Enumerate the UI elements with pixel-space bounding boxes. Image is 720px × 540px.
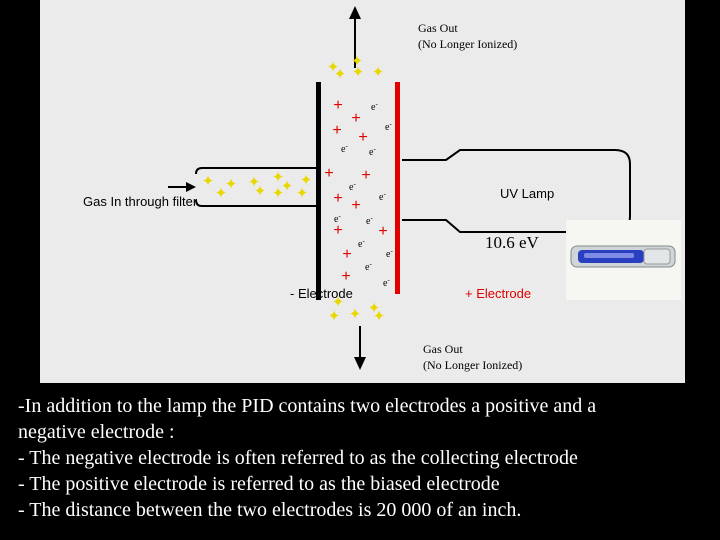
positive-ion-marker: + — [333, 97, 342, 114]
positive-electrode — [395, 82, 400, 294]
caption-line: - The distance between the two electrode… — [18, 499, 522, 521]
uv-lamp-photo — [566, 220, 681, 300]
ion-marker: ✦ — [373, 307, 386, 325]
gas-out-top-label: Gas Out (No Longer Ionized) — [418, 21, 518, 51]
gas-in-label: Gas In through filter — [83, 194, 198, 209]
electron-marker: e- — [379, 190, 386, 203]
caption-text: -In addition to the lamp the PID contain… — [18, 393, 718, 523]
gas-in-arrow — [168, 182, 196, 192]
pid-diagram-panel: ✦✦✦✦✦✦✦✦✦✦✦✦✦✦✦✦✦✦✦✦ ++++++++++++ e-e-e-… — [40, 0, 685, 383]
ion-marker: ✦ — [349, 305, 362, 323]
ion-marker: ✦ — [352, 63, 365, 81]
electron-marker: e- — [369, 145, 376, 158]
caption-line: -In addition to the lamp the PID contain… — [18, 395, 597, 417]
positive-ion-marker: + — [351, 197, 360, 214]
positive-ion-marker: + — [378, 223, 387, 240]
positive-ion-marker: + — [341, 268, 350, 285]
negative-electrode — [316, 82, 321, 300]
caption-line: negative electrode : — [18, 421, 175, 443]
negative-electrode-label: - Electrode — [290, 286, 353, 301]
positive-ion-marker: + — [361, 167, 370, 184]
ion-marker: ✦ — [272, 184, 285, 202]
ion-marker: ✦ — [254, 182, 267, 200]
uv-lamp-label: UV Lamp — [500, 186, 555, 201]
ion-marker: ✦ — [225, 175, 238, 193]
electron-marker: e- — [385, 120, 392, 133]
ion-marker: ✦ — [272, 168, 285, 186]
positive-ion-marker: + — [333, 222, 342, 239]
ion-marker: ✦ — [281, 177, 294, 195]
positive-electrode-label: + Electrode — [465, 286, 532, 301]
gas-out-bottom-label: Gas Out (No Longer Ionized) — [423, 342, 523, 372]
positive-ion-marker: + — [332, 122, 341, 139]
electron-marker: e- — [349, 180, 356, 193]
caption-line: - The negative electrode is often referr… — [18, 447, 578, 469]
ion-marker: ✦ — [327, 58, 340, 76]
electron-marker: e- — [383, 276, 390, 289]
ion-marker: ✦ — [296, 184, 309, 202]
caption-line: - The positive electrode is referred to … — [18, 473, 500, 495]
gas-out-bottom-arrow — [354, 326, 366, 370]
positive-ion-markers: ++++++++++++ — [324, 97, 387, 285]
ion-marker: ✦ — [334, 65, 347, 83]
ion-marker: ✦ — [351, 52, 364, 70]
ion-marker: ✦ — [300, 171, 313, 189]
positive-ion-marker: + — [342, 246, 351, 263]
electron-marker: e- — [334, 212, 341, 225]
positive-ion-marker: + — [333, 190, 342, 207]
ion-marker: ✦ — [372, 63, 385, 81]
electron-marker: e- — [358, 237, 365, 250]
gas-out-top-arrow — [349, 6, 361, 68]
positive-ion-marker: + — [351, 110, 360, 127]
ion-marker: ✦ — [248, 173, 261, 191]
ion-marker: ✦ — [215, 184, 228, 202]
positive-ion-marker: + — [324, 165, 333, 182]
electron-marker: e- — [341, 142, 348, 155]
electron-marker: e- — [371, 100, 378, 113]
ion-marker: ✦ — [368, 299, 381, 317]
electron-marker: e- — [365, 260, 372, 273]
inlet-tube — [195, 167, 316, 207]
electron-marker: e- — [366, 214, 373, 227]
ion-marker: ✦ — [332, 293, 345, 311]
ion-marker: ✦ — [328, 307, 341, 325]
pid-diagram: ✦✦✦✦✦✦✦✦✦✦✦✦✦✦✦✦✦✦✦✦ ++++++++++++ e-e-e-… — [168, 6, 681, 370]
electron-marker: e- — [386, 247, 393, 260]
ion-markers: ✦✦✦✦✦✦✦✦✦✦✦✦✦✦✦✦✦✦✦✦ — [202, 52, 386, 325]
ion-marker: ✦ — [202, 172, 215, 190]
positive-ion-marker: + — [358, 129, 367, 146]
lamp-energy-label: 10.6 eV — [485, 233, 539, 252]
electron-markers: e-e-e-e-e-e-e-e-e-e-e-e- — [334, 100, 393, 289]
